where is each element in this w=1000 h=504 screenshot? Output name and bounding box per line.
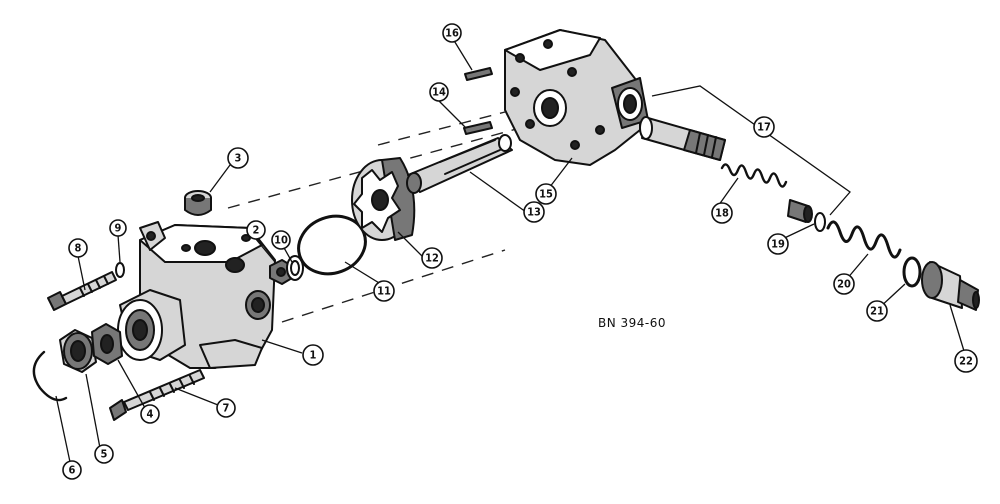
end-cover-part	[504, 29, 649, 166]
small-spring-part	[720, 163, 788, 188]
svg-text:5: 5	[101, 448, 108, 461]
svg-text:15: 15	[539, 188, 553, 201]
callout-4: 4	[140, 404, 160, 424]
svg-text:9: 9	[115, 222, 122, 235]
svg-text:17: 17	[757, 121, 771, 134]
callout-7: 7	[216, 398, 236, 418]
callout-12: 12	[421, 247, 443, 269]
svg-text:19: 19	[771, 238, 785, 251]
callout-2: 2	[246, 220, 266, 240]
callout-19: 19	[767, 233, 789, 255]
callout-8: 8	[68, 238, 88, 258]
callout-18: 18	[711, 202, 733, 224]
svg-text:4: 4	[147, 408, 154, 421]
washer-part	[814, 212, 826, 232]
callout-22: 22	[954, 349, 978, 373]
svg-text:2: 2	[253, 224, 260, 237]
large-nut-part	[59, 329, 97, 373]
valve-housing-part	[117, 221, 276, 369]
svg-text:18: 18	[715, 207, 729, 220]
svg-text:10: 10	[274, 234, 288, 247]
svg-text:1: 1	[310, 349, 317, 362]
poppet-part	[787, 199, 813, 223]
svg-text:16: 16	[445, 27, 459, 40]
callout-13: 13	[523, 201, 545, 223]
nut-part	[91, 323, 123, 365]
circlip-part	[32, 350, 68, 402]
group-bracket	[651, 85, 851, 216]
seal-ring-part	[902, 256, 922, 288]
key-pin-part	[463, 121, 493, 135]
lock-washer-part	[115, 262, 125, 278]
callout-14: 14	[429, 82, 449, 102]
svg-text:3: 3	[235, 152, 242, 165]
svg-text:6: 6	[69, 464, 76, 477]
callout-17: 17	[753, 116, 775, 138]
svg-text:11: 11	[377, 285, 391, 298]
svg-text:8: 8	[75, 242, 82, 255]
callout-3: 3	[227, 147, 249, 169]
svg-text:21: 21	[870, 305, 884, 318]
small-o-ring-part	[286, 255, 304, 281]
drawing-code-label: BN 394-60	[598, 316, 666, 330]
svg-text:14: 14	[432, 86, 446, 99]
callout-9: 9	[109, 219, 127, 237]
dowel-pin-part	[464, 67, 493, 81]
adjusting-stud-part	[109, 369, 205, 421]
callout-6: 6	[62, 460, 82, 480]
callout-21: 21	[866, 300, 888, 322]
plug-fitting-part	[921, 261, 980, 311]
callout-15: 15	[535, 183, 557, 205]
callout-11: 11	[373, 280, 395, 302]
callout-10: 10	[271, 230, 291, 250]
svg-text:20: 20	[837, 278, 851, 291]
callout-16: 16	[442, 23, 462, 43]
callout-5: 5	[94, 444, 114, 464]
svg-text:13: 13	[527, 206, 541, 219]
drive-shaft-part	[406, 134, 513, 194]
callout-1: 1	[302, 344, 324, 366]
callout-20: 20	[833, 273, 855, 295]
svg-text:7: 7	[223, 402, 230, 415]
svg-text:22: 22	[959, 355, 973, 368]
svg-text:12: 12	[425, 252, 439, 265]
plug-part	[184, 190, 212, 216]
relief-valve-body-part	[639, 116, 726, 161]
rotor-set-part	[351, 157, 416, 241]
large-spring-part	[826, 220, 902, 259]
bolt-part	[47, 271, 117, 311]
